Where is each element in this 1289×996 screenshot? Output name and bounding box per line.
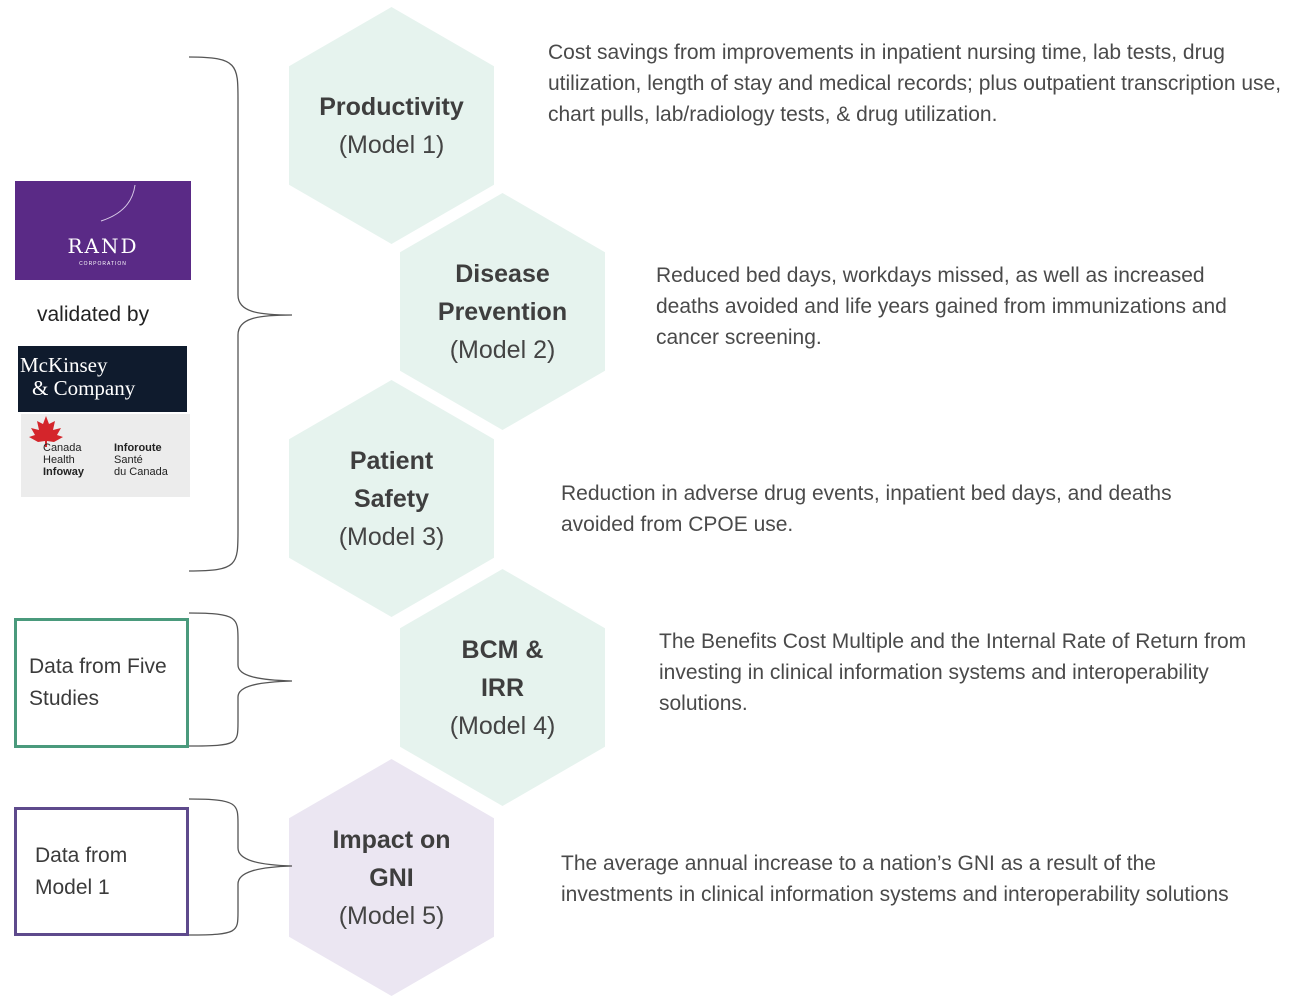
mckinsey-line2: & Company	[32, 376, 136, 400]
source-box-five-studies: Data from Five Studies	[14, 618, 189, 748]
model-number: (Model 3)	[338, 522, 445, 551]
model-title: Productivity	[319, 92, 464, 121]
validated-by-label: validated by	[37, 303, 150, 326]
rand-sub: CORPORATION	[79, 261, 127, 267]
validation-brace	[188, 56, 293, 572]
rand-logo: RAND CORPORATION	[15, 181, 191, 280]
description-patient-safety: Reduction in adverse drug events, inpati…	[561, 482, 1172, 536]
infoway-french: Inforoute Santé du Canada	[114, 442, 168, 478]
infoway-en-line1: Canada	[43, 442, 82, 454]
infoway-fr-line1: Inforoute	[114, 442, 162, 454]
mckinsey-logo: McKinsey & Company	[18, 346, 187, 412]
mckinsey-line1: McKinsey	[20, 353, 108, 377]
infoway-en-line3: Infoway	[43, 466, 84, 478]
infoway-en-line2: Health	[43, 454, 75, 466]
source-text: Data from Five Studies	[29, 655, 167, 710]
infoway-english: Canada Health Infoway	[43, 442, 84, 478]
source-box-model1: Data from Model 1	[14, 807, 189, 936]
description-bcm-irr: The Benefits Cost Multiple and the Inter…	[659, 630, 1247, 715]
maple-leaf-icon	[29, 416, 63, 447]
description-impact-gni: The average annual increase to a nation’…	[561, 852, 1229, 906]
rand-name: RAND	[67, 234, 139, 258]
infoway-fr-line2: Santé	[114, 454, 143, 466]
description-disease-prevention: Reduced bed days, workdays missed, as we…	[656, 264, 1227, 349]
model-number: (Model 5)	[338, 901, 445, 930]
infoway-fr-line3: du Canada	[114, 466, 168, 478]
infoway-logo: Canada Health Infoway Inforoute Santé du…	[21, 414, 190, 497]
model-number: (Model 1)	[338, 130, 445, 159]
model-title: Patient Safety	[349, 446, 434, 513]
model-number: (Model 4)	[449, 711, 556, 740]
model-number: (Model 2)	[449, 335, 556, 364]
model1-brace	[188, 798, 293, 936]
model-title: BCM & IRR	[461, 635, 544, 702]
model-title: Impact on GNI	[332, 825, 451, 892]
model-title: Disease Prevention	[437, 259, 568, 326]
five-studies-brace	[188, 612, 293, 747]
description-productivity: Cost savings from improvements in inpati…	[548, 41, 1282, 126]
rand-arc-icon	[100, 184, 136, 222]
source-text: Data from Model 1	[35, 843, 128, 899]
